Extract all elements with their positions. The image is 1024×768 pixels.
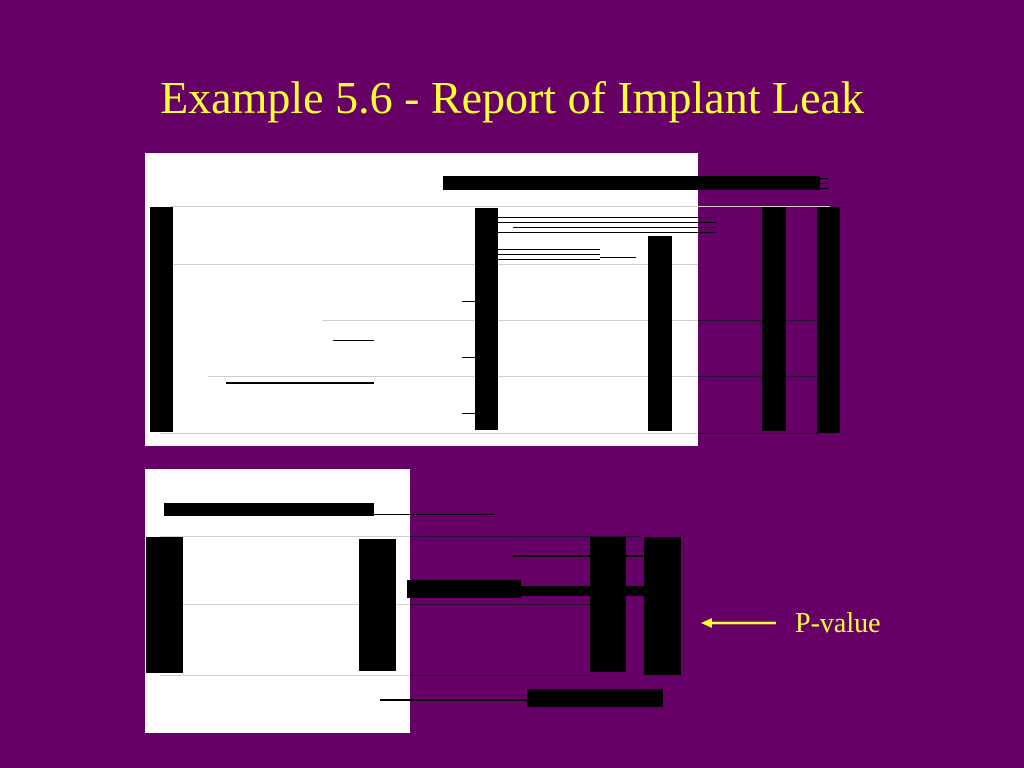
table-title-redaction <box>443 176 820 190</box>
table-column-redaction <box>475 208 498 430</box>
table-value-rule <box>226 382 374 384</box>
table-row-divider <box>170 206 830 207</box>
table-column-redaction <box>648 236 672 431</box>
table-header-rule <box>498 254 600 255</box>
table-title-redaction <box>164 503 374 516</box>
table-value-redaction <box>521 586 644 596</box>
table-header-rule <box>498 217 716 218</box>
table-row-divider <box>698 376 818 377</box>
left-arrow-icon <box>701 618 776 628</box>
table-row-divider <box>410 604 590 605</box>
table-row-divider <box>160 536 410 537</box>
table-title-rule <box>818 188 828 189</box>
table-header-rule <box>498 222 716 223</box>
table-column-redaction <box>146 537 183 673</box>
table-column-redaction <box>644 537 681 675</box>
table-header-rule <box>600 257 636 258</box>
table-title-rule <box>818 183 828 184</box>
table-header-rule <box>513 555 643 557</box>
table-header-rule <box>498 232 716 233</box>
table-tick <box>462 301 475 302</box>
table-row-divider <box>410 536 640 537</box>
top-output-panel <box>145 153 698 446</box>
table-row-divider <box>322 320 698 321</box>
table-column-redaction <box>590 537 626 672</box>
table-row-divider <box>183 604 410 605</box>
table-header-rule <box>498 249 600 250</box>
p-value-label: P-value <box>795 608 881 639</box>
table-header-rule <box>498 259 600 260</box>
table-value-redaction <box>407 580 521 598</box>
table-column-redaction <box>817 207 840 433</box>
table-row-divider <box>410 675 590 676</box>
table-row-divider <box>160 675 410 676</box>
table-row-divider <box>208 376 698 377</box>
table-row-divider <box>698 433 818 434</box>
table-value-redaction <box>527 689 663 707</box>
table-row-divider <box>160 433 698 434</box>
table-value-rule <box>333 340 374 341</box>
table-value-rule <box>380 699 527 701</box>
table-column-redaction <box>762 207 786 431</box>
table-title-rule <box>818 178 828 179</box>
table-row-divider <box>170 264 698 265</box>
table-tick <box>462 413 475 414</box>
table-row-divider <box>698 320 818 321</box>
table-column-redaction <box>150 207 173 432</box>
table-column-redaction <box>359 539 396 671</box>
slide-title: Example 5.6 - Report of Implant Leak <box>160 72 864 123</box>
table-tick <box>462 357 475 358</box>
table-title-rule <box>374 514 494 515</box>
table-header-rule <box>513 227 716 228</box>
